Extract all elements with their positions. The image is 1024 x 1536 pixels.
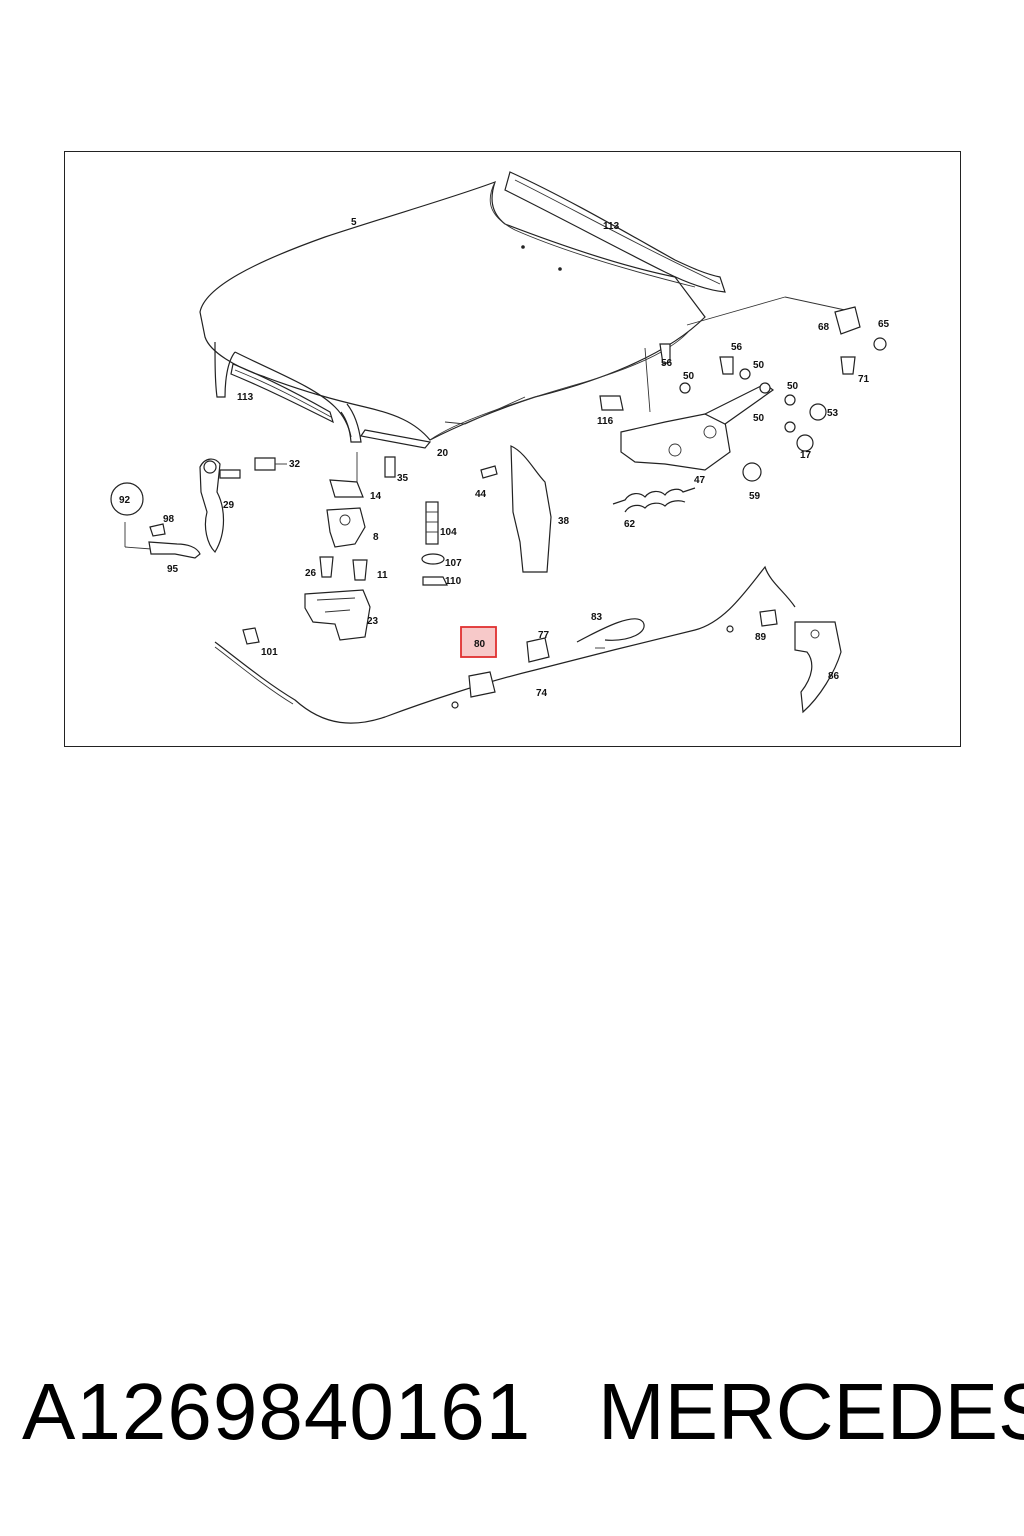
label-screw-26: 26 xyxy=(305,568,317,579)
label-bumper-17: 17 xyxy=(800,450,812,461)
label-cable-101: 101 xyxy=(261,647,278,658)
label-bracket-56a: 56 xyxy=(661,358,673,369)
top-seal-strip xyxy=(504,171,726,293)
label-seal-top: 113 xyxy=(603,221,620,232)
clip-44 xyxy=(480,465,498,479)
label-clip-44: 44 xyxy=(475,489,487,500)
diagram-frame: 5 113 113 20 32 29 92 98 95 35 14 8 26 1… xyxy=(64,151,961,747)
label-spring-62: 62 xyxy=(624,519,636,530)
release-handle-assembly xyxy=(759,609,842,714)
label-hinge-29: 29 xyxy=(223,500,235,511)
label-panel-38: 38 xyxy=(558,516,570,527)
callout-labels: 5 113 113 20 32 29 92 98 95 35 14 8 26 1… xyxy=(119,217,890,699)
hinge-assembly-right xyxy=(620,306,887,482)
part-number-text: A1269840161 xyxy=(22,1367,532,1456)
label-clip-98: 98 xyxy=(163,514,175,525)
label-washer-50c: 50 xyxy=(787,381,799,392)
label-bracket-56b: 56 xyxy=(731,342,743,353)
label-seal-side: 113 xyxy=(237,392,254,403)
label-bolt-71: 71 xyxy=(858,374,870,385)
exploded-parts-diagram: 5 113 113 20 32 29 92 98 95 35 14 8 26 1… xyxy=(110,171,890,724)
hinge-assembly-left xyxy=(199,457,287,553)
label-nut-110: 110 xyxy=(445,576,462,587)
clip-80-part xyxy=(468,671,496,698)
label-bracket-95: 95 xyxy=(167,564,179,575)
label-bracket-68: 68 xyxy=(818,322,830,333)
label-cable-74: 74 xyxy=(536,688,548,699)
label-nut-59: 59 xyxy=(749,491,761,502)
stop-116 xyxy=(599,395,624,411)
label-washer-50d: 50 xyxy=(753,413,765,424)
label-seal-bottom: 20 xyxy=(437,448,449,459)
label-latch-23: 23 xyxy=(367,616,379,627)
tie-and-clip xyxy=(526,618,645,663)
label-tie-83: 83 xyxy=(591,612,603,623)
brand-text: MERCEDES xyxy=(598,1367,1024,1456)
latch-assembly xyxy=(304,456,396,641)
leader-lines xyxy=(124,296,846,649)
label-bolt-32: 32 xyxy=(289,459,301,470)
label-screw-89: 89 xyxy=(755,632,767,643)
label-handle-86: 86 xyxy=(828,671,840,682)
release-cable xyxy=(214,565,796,724)
label-bolt-65: 65 xyxy=(878,319,890,330)
label-washer-50a: 50 xyxy=(683,371,695,382)
label-circle-92: 92 xyxy=(119,495,131,506)
hood-panel xyxy=(199,180,706,443)
bracket-group-95 xyxy=(110,482,201,559)
highlight-box xyxy=(460,626,497,658)
label-screw-11: 11 xyxy=(377,570,388,581)
label-hinge-47: 47 xyxy=(694,475,706,486)
label-washer-107: 107 xyxy=(445,558,462,569)
label-latch-8: 8 xyxy=(373,532,379,543)
label-washer-50b: 50 xyxy=(753,360,765,371)
side-seal-strip xyxy=(230,363,334,424)
label-stop-116: 116 xyxy=(597,416,614,427)
label-clip-80: 80 xyxy=(474,639,486,650)
side-panel-38 xyxy=(510,445,552,573)
spring-62 xyxy=(612,487,696,513)
highlight-callout-80[interactable]: 80 xyxy=(460,626,497,658)
label-hood: 5 xyxy=(351,217,357,228)
bolt-washer-nut-stack xyxy=(421,501,448,586)
label-plate-14: 14 xyxy=(370,491,382,502)
label-clip-77: 77 xyxy=(538,630,550,641)
cable-end-101 xyxy=(242,627,260,645)
bottom-seal-strip xyxy=(359,429,432,449)
label-bolt-104: 104 xyxy=(440,527,457,538)
label-screw-35: 35 xyxy=(397,473,409,484)
label-bumper-53: 53 xyxy=(827,408,839,419)
